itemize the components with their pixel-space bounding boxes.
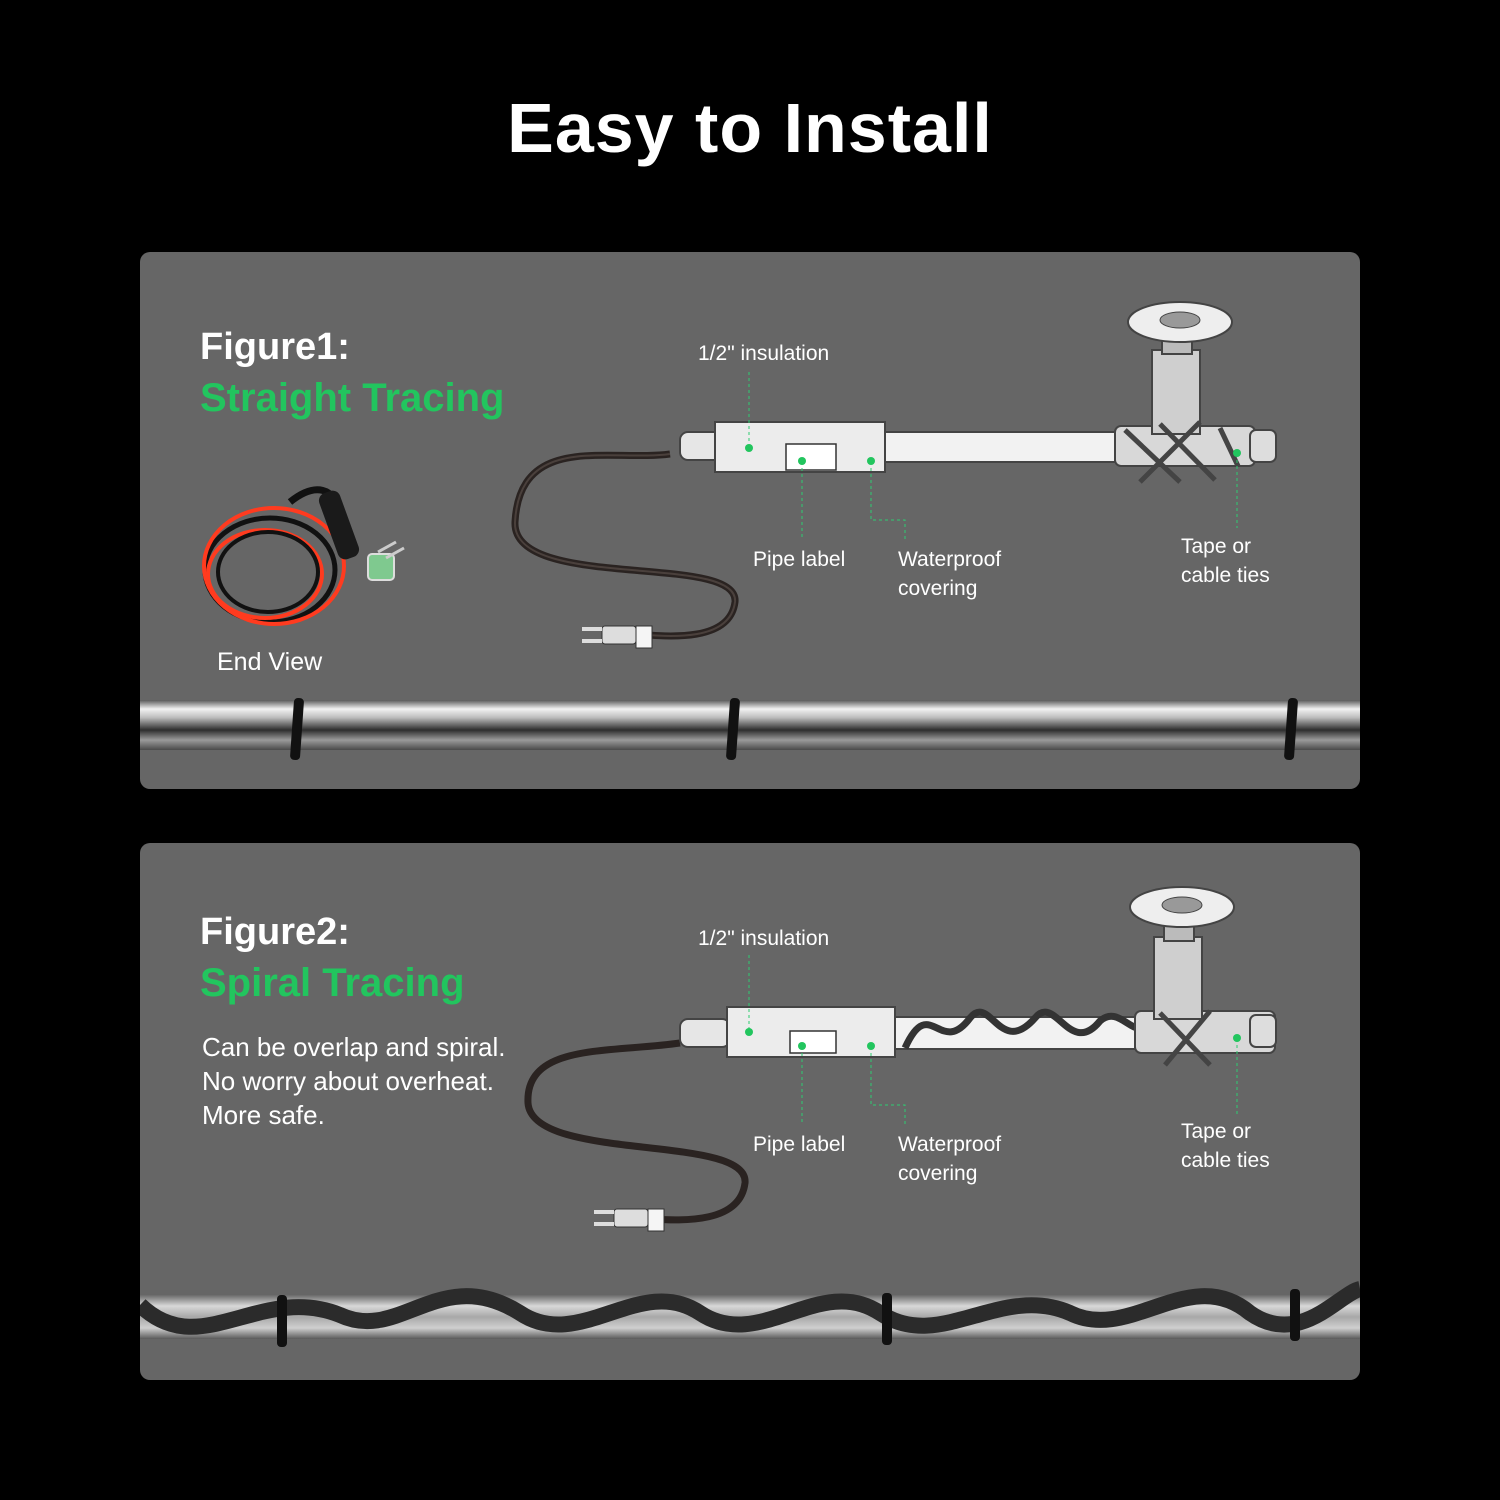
figure2-illustration [140, 886, 1360, 1347]
pipe-illustration [679, 886, 1277, 1067]
plug-icon [582, 625, 653, 649]
figure2-heading: Figure2: [200, 911, 350, 953]
figure2-subtitle: Spiral Tracing [200, 961, 465, 1005]
waterproof-marker [867, 1042, 875, 1050]
tape-label: Tape or cable ties [1181, 1120, 1270, 1172]
tape-marker [1233, 1034, 1241, 1042]
spiral-cable [140, 1281, 1360, 1335]
pipe-label-box [789, 1030, 837, 1054]
bottom-pipe [140, 700, 1360, 750]
pipe-label-text: Pipe label [753, 1133, 846, 1156]
figure1-heading: Figure1: [200, 326, 350, 368]
insulation-label: 1/2" insulation [698, 342, 830, 365]
insulation-marker [745, 444, 753, 452]
end-view-label: End View [217, 648, 323, 676]
pipe-label-marker [798, 1042, 806, 1050]
insulation-label: 1/2" insulation [698, 927, 830, 950]
figure1-illustration [140, 301, 1360, 761]
pipe-illustration [679, 301, 1277, 484]
waterproof-label: Waterproof covering [898, 548, 1002, 600]
page-title: Easy to Install [507, 89, 993, 167]
waterproof-marker [867, 457, 875, 465]
heat-cable-coil-icon [202, 486, 405, 626]
power-cord [511, 450, 739, 640]
pipe-label-box [785, 443, 837, 471]
tape-label: Tape or cable ties [1181, 535, 1270, 587]
plug-icon [594, 1208, 665, 1232]
cable-ties [277, 1289, 1300, 1347]
tape-marker [1233, 449, 1241, 457]
figure1-panel: Figure1: Straight Tracing End View 1/2" … [140, 252, 1360, 789]
figure1-subtitle: Straight Tracing [200, 376, 505, 420]
insulation-marker [745, 1028, 753, 1036]
figure2-panel: Figure2: Spiral Tracing Can be overlap a… [140, 843, 1360, 1380]
pipe-label-text: Pipe label [753, 548, 846, 571]
cable-ties [290, 697, 1298, 761]
power-cord [524, 1039, 749, 1224]
figure2-description: Can be overlap and spiral. No worry abou… [202, 1032, 506, 1130]
waterproof-label: Waterproof covering [898, 1133, 1002, 1185]
pipe-label-marker [798, 457, 806, 465]
